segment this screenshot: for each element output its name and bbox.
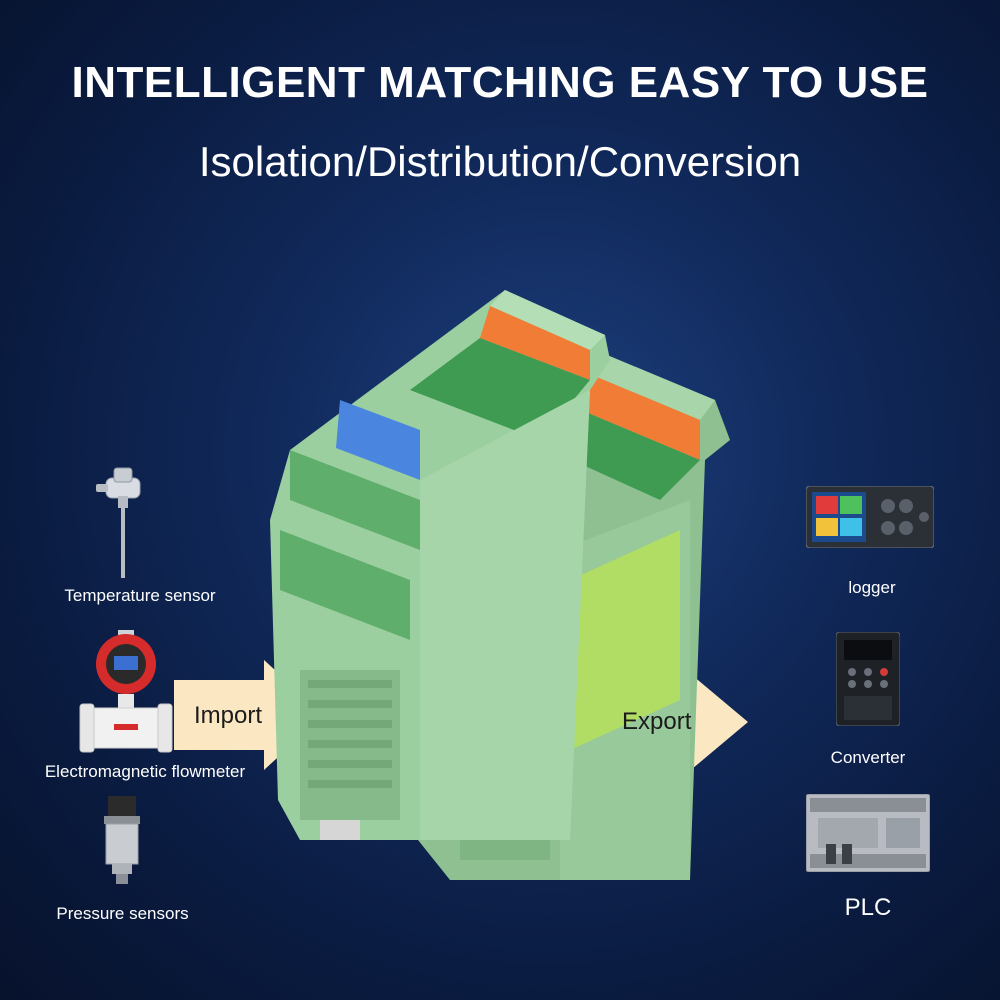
flowmeter-icon	[79, 630, 173, 753]
logger-label: logger	[848, 578, 896, 597]
converter-icon	[836, 632, 900, 726]
headline: INTELLIGENT MATCHING EASY TO USE	[71, 58, 929, 107]
temperature-sensor-label: Temperature sensor	[64, 586, 216, 605]
temperature-sensor-icon	[96, 467, 141, 578]
flowmeter-label: Electromagnetic flowmeter	[44, 762, 246, 781]
plc-label: PLC	[844, 894, 892, 921]
module-left	[270, 290, 610, 840]
isolator-modules	[270, 290, 730, 880]
subheadline: Isolation/Distribution/Conversion	[198, 138, 802, 185]
pressure-sensor-label: Pressure sensors	[56, 904, 189, 923]
logger-icon	[806, 486, 934, 548]
converter-label: Converter	[830, 748, 906, 767]
import-label: Import	[194, 702, 263, 729]
plc-icon	[806, 794, 930, 872]
pressure-sensor-icon	[104, 796, 140, 884]
export-label: Export	[622, 708, 692, 735]
